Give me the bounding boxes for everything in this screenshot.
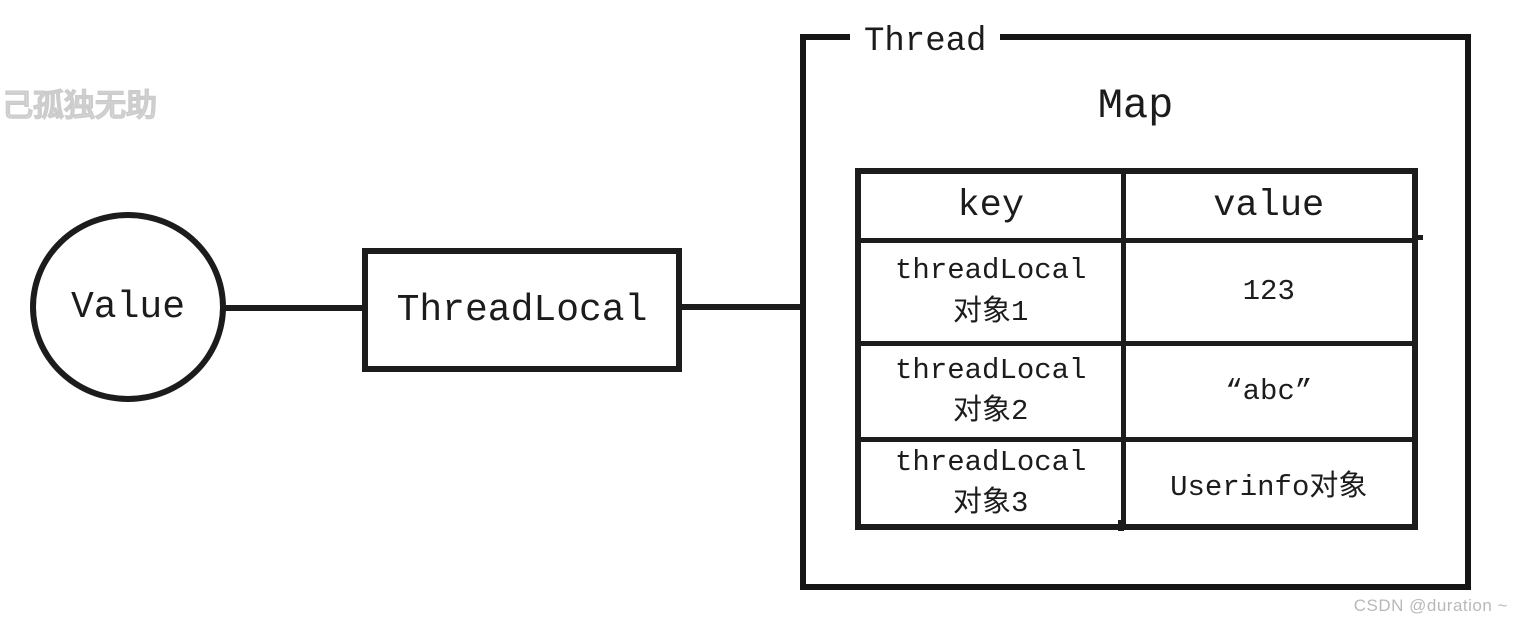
map-table-header-key: key	[855, 168, 1126, 243]
threadlocal-node-label: ThreadLocal	[396, 288, 648, 332]
key-cell: threadLocal 对象1	[855, 237, 1126, 346]
map-table-wrapper: key value threadLocal 对象1 123 threadLoca…	[855, 168, 1423, 531]
watermark-top-left: 己孤独无助	[2, 88, 158, 125]
value-cell: Userinfo对象	[1120, 436, 1418, 530]
key-cell-line-1: threadLocal	[895, 353, 1087, 387]
table-headerline-overshoot	[1412, 235, 1423, 240]
key-cell-line-1: threadLocal	[895, 445, 1087, 479]
key-cell-line-2: 对象1	[953, 295, 1029, 329]
watermark-bottom-right: CSDN @duration ~	[1353, 596, 1508, 615]
value-cell: “abc”	[1120, 340, 1418, 442]
value-node-label: Value	[70, 285, 186, 329]
key-cell-line-2: 对象2	[953, 395, 1029, 428]
key-cell: threadLocal 对象2	[855, 340, 1126, 442]
value-node: Value	[30, 212, 226, 402]
map-title: Map	[1097, 82, 1174, 130]
key-cell-line-2: 对象3	[953, 486, 1029, 520]
connector-value-threadlocal	[222, 305, 366, 311]
value-cell: 123	[1120, 237, 1418, 346]
map-table-header-value: value	[1120, 168, 1418, 243]
table-divider-overshoot	[1118, 520, 1124, 531]
key-cell-line-1: threadLocal	[895, 254, 1087, 288]
map-table-header-row: key value	[855, 168, 1418, 243]
thread-label: Thread	[850, 24, 1001, 60]
thread-container: Thread Map key value threadLocal 对象1 12	[800, 24, 1471, 590]
table-row: threadLocal 对象1 123	[855, 237, 1418, 346]
connector-threadlocal-thread	[678, 304, 802, 310]
table-row: threadLocal 对象2 “abc”	[855, 340, 1418, 442]
table-row: threadLocal 对象3 Userinfo对象	[855, 436, 1418, 530]
map-table: key value threadLocal 对象1 123 threadLoca…	[855, 168, 1418, 530]
key-cell: threadLocal 对象3	[855, 436, 1126, 530]
threadlocal-node: ThreadLocal	[362, 248, 682, 372]
